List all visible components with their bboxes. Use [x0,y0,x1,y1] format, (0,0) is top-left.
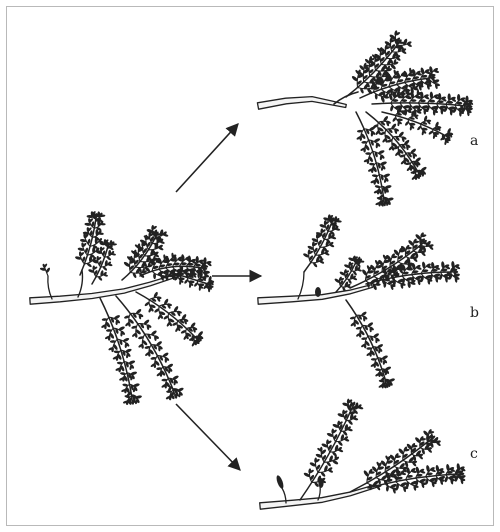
label-a: a [470,133,478,149]
arrow-to-c [176,404,240,470]
original-sprig [30,211,215,406]
label-c: c [470,446,478,462]
label-b: b [470,305,479,321]
sprig-c [260,399,466,510]
arrow-to-a [176,124,238,192]
sprig-a [257,30,473,207]
sprig-b [258,214,461,389]
